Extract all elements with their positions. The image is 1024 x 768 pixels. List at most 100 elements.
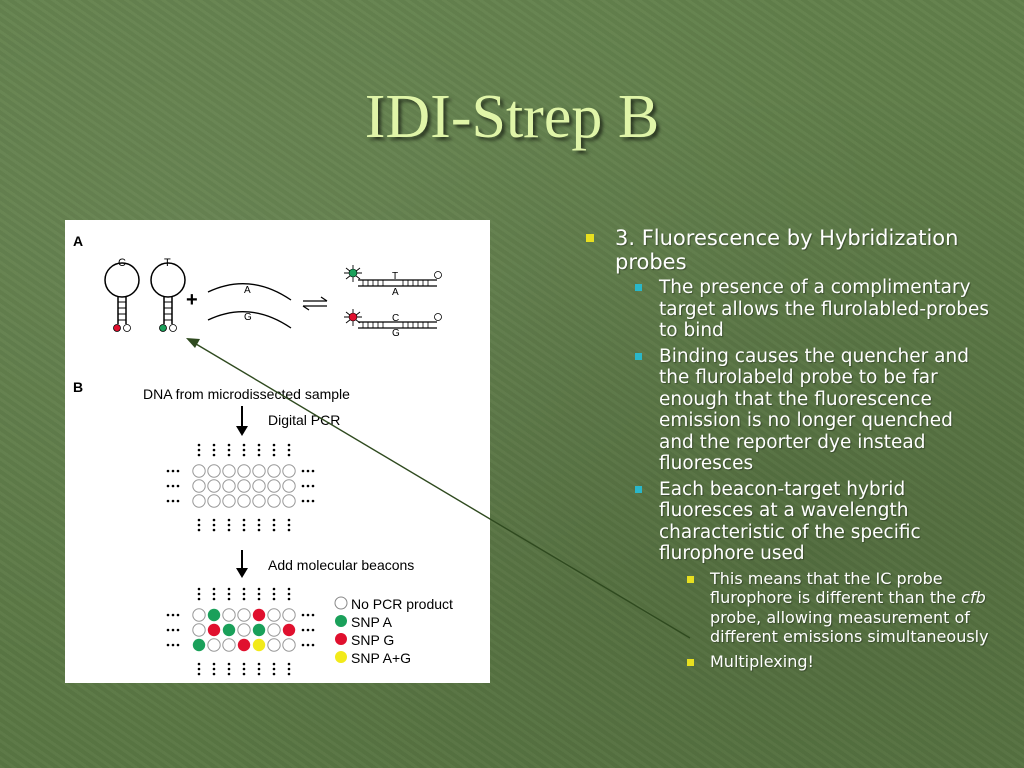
well-circle (252, 608, 266, 622)
grid-dot (287, 592, 291, 596)
well-circle (207, 479, 221, 493)
grid-dot (272, 453, 276, 457)
hairpin-probe-c (104, 262, 140, 332)
grid-dot (242, 667, 246, 671)
grid-dot (242, 592, 246, 596)
grid-dot (212, 592, 216, 596)
well-circle (267, 479, 281, 493)
grid-dot (176, 613, 180, 617)
grid-dot (171, 643, 175, 647)
grid-dot (227, 662, 231, 666)
grid-dot (227, 453, 231, 457)
grid-dot (242, 453, 246, 457)
well-circle (282, 638, 296, 652)
grid-dot (301, 613, 305, 617)
grid-dot (272, 528, 276, 532)
grid-dot (306, 499, 310, 503)
grid-dot (306, 643, 310, 647)
grid-dot (272, 518, 276, 522)
grid-dot (272, 672, 276, 676)
grid-dot (301, 628, 305, 632)
duplex2-top-letter: C (392, 313, 399, 324)
step-pcr-label: Digital PCR (268, 412, 340, 428)
grid-dot (287, 453, 291, 457)
grid-dot (176, 499, 180, 503)
grid-dot (311, 613, 315, 617)
grid-dot (242, 448, 246, 452)
grid-dot (227, 587, 231, 591)
well-circle (207, 464, 221, 478)
well-circle (237, 638, 251, 652)
well-circle (192, 623, 206, 637)
down-arrow-icon (236, 550, 248, 578)
step-sample-label: DNA from microdissected sample (143, 386, 350, 402)
grid-dot (257, 672, 261, 676)
grid-dot (197, 453, 201, 457)
legend-snp-a: SNP A (351, 614, 393, 630)
grid-dot (197, 672, 201, 676)
grid-dot (197, 528, 201, 532)
bullet-subsub2: Multiplexing! (583, 652, 993, 672)
grid-dot (242, 662, 246, 666)
panel-a-label: A (73, 233, 83, 249)
well-circle (222, 464, 236, 478)
grid-dot (166, 484, 170, 488)
grid-dot (227, 597, 231, 601)
target-strand-g (207, 311, 292, 329)
grid-dot (227, 592, 231, 596)
grid-dot (242, 443, 246, 447)
grid-dot (311, 628, 315, 632)
grid-dot (171, 469, 175, 473)
legend-snp-g: SNP G (351, 632, 394, 648)
grid-dot (176, 469, 180, 473)
well-circle (237, 608, 251, 622)
legend-snp-ag: SNP A+G (351, 650, 411, 666)
well-circle (267, 464, 281, 478)
well-circle (282, 479, 296, 493)
well-circle (282, 464, 296, 478)
grid-dot (197, 587, 201, 591)
well-circle (192, 638, 206, 652)
grid-dot (257, 528, 261, 532)
grid-dot (197, 523, 201, 527)
grid-dot (212, 443, 216, 447)
well-circle (222, 479, 236, 493)
bullet-list: 3. Fluorescence by Hybridization probes … (583, 226, 993, 676)
grid-dot (212, 528, 216, 532)
duplex1-bottom-letter: A (392, 287, 399, 298)
well-circle (237, 479, 251, 493)
grid-dot (227, 672, 231, 676)
grid-dot (257, 667, 261, 671)
grid-dot (166, 643, 170, 647)
grid-dot (227, 667, 231, 671)
grid-dot (257, 453, 261, 457)
beacon-figure: A C T + A (65, 220, 490, 683)
grid-dot (176, 484, 180, 488)
well-circle (207, 608, 221, 622)
grid-dot (287, 518, 291, 522)
well-circle (222, 494, 236, 508)
grid-dot (212, 518, 216, 522)
duplex-green (344, 265, 442, 287)
grid-dot (257, 448, 261, 452)
square-bullet-icon (635, 284, 642, 291)
grid-dot (227, 518, 231, 522)
well-circle (252, 479, 266, 493)
bullet-sub2: Binding causes the quencher and the flur… (583, 346, 993, 475)
well-circle (207, 494, 221, 508)
grid-dot (212, 587, 216, 591)
grid-dot (212, 523, 216, 527)
grid-dot (301, 484, 305, 488)
square-bullet-icon (635, 352, 642, 360)
well-circle (237, 623, 251, 637)
well-circle (222, 638, 236, 652)
grid-dot (242, 597, 246, 601)
grid-dot (242, 523, 246, 527)
grid-dot (197, 592, 201, 596)
grid-dot (272, 597, 276, 601)
well-circle (282, 608, 296, 622)
grid-dot (272, 448, 276, 452)
slide-title: IDI-Strep B (364, 83, 660, 151)
square-bullet-icon (687, 575, 694, 583)
grid-dot (257, 662, 261, 666)
